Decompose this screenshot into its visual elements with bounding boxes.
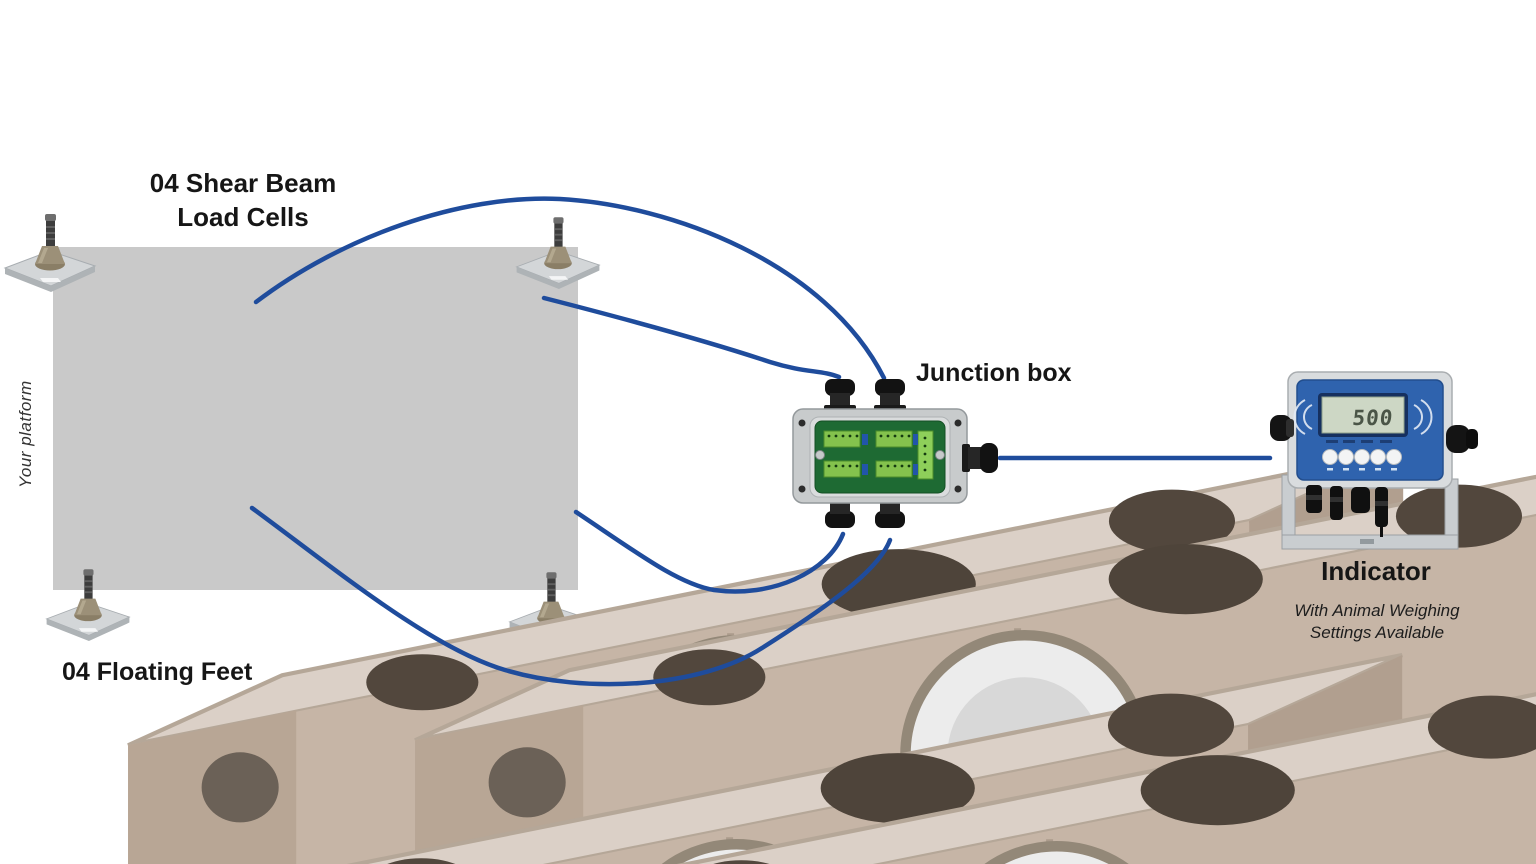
lcd-value: 500 (1351, 405, 1395, 430)
load-cells-title: 04 Shear Beam Load Cells (95, 166, 391, 235)
screw-hole (798, 485, 806, 493)
cable-gland-top-right (874, 379, 906, 413)
cable-gland-top-left (824, 379, 856, 413)
junction-box-label: Junction box (916, 359, 1072, 387)
floating-feet-label: 04 Floating Feet (62, 658, 253, 686)
cable-top-left-to-junction (253, 196, 887, 381)
lcd-function-marks (1326, 440, 1392, 443)
cables-group (249, 196, 1273, 687)
cable-bottom-left-to-junction (249, 505, 893, 687)
screw-hole (954, 485, 962, 493)
indicator-subtitle-line2: Settings Available (1309, 623, 1445, 643)
screw-hole (798, 419, 806, 427)
indicator-subtitle: With Animal Weighing Settings Available (1270, 600, 1484, 645)
cable-bottom-right-to-junction (573, 509, 846, 594)
load-cells-title-line2: Load Cells (177, 202, 309, 233)
junction-box (792, 379, 998, 528)
floating-foot-top-left (4, 213, 96, 293)
signal-arcs (1293, 399, 1433, 435)
indicator-subtitle-line1: With Animal Weighing (1294, 601, 1460, 620)
indicator-device: 500 (1270, 371, 1478, 550)
platform (53, 247, 578, 590)
pcb-screw (935, 450, 945, 460)
lcd-screen (1321, 396, 1405, 434)
cable-gland-right (962, 443, 998, 473)
bracket-knob-left (1270, 415, 1294, 441)
indicator-buttons (1322, 449, 1402, 465)
screw-hole (954, 419, 962, 427)
floating-feet-group (4, 213, 600, 645)
floating-foot-bottom-left (46, 568, 130, 642)
indicator-bracket (1281, 474, 1459, 550)
button-marks (1327, 468, 1397, 471)
bracket-knob-right (1446, 425, 1478, 453)
floating-foot-top-middle (516, 216, 600, 290)
load-cells-title-line1: 04 Shear Beam (149, 168, 337, 198)
cable-top-right-to-junction (541, 295, 842, 380)
terminal-blocks (823, 430, 934, 480)
indicator-connectors (1306, 485, 1388, 537)
pcb-screw (815, 450, 825, 460)
indicator-label: Indicator (1321, 556, 1431, 586)
